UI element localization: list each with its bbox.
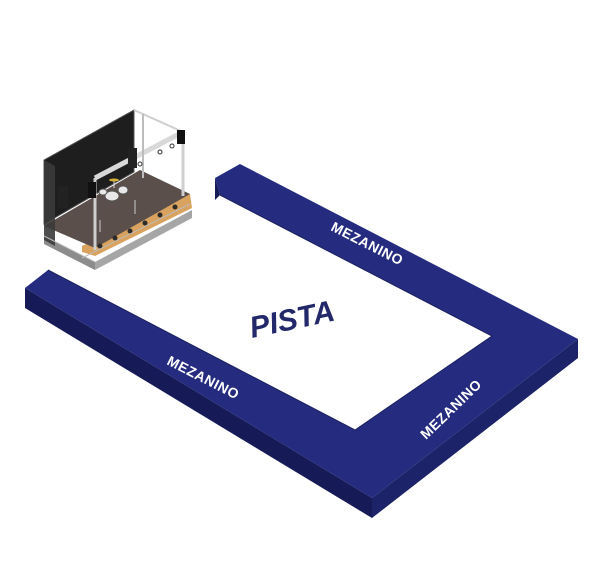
speaker-icon [177, 130, 185, 144]
stage-base-left [44, 236, 95, 270]
drum-kit-icon [98, 178, 129, 202]
spotlight-icon [169, 143, 175, 149]
spotlight-icon [157, 149, 163, 155]
stage-base-right [95, 210, 192, 270]
mezanino-top-face[interactable] [25, 164, 578, 498]
mezanino-side-top-arm [215, 178, 220, 200]
stage-front-wood [82, 194, 192, 256]
stage-floor [44, 170, 190, 248]
spotlight-icon [137, 161, 143, 167]
truss-back-beam [133, 109, 184, 133]
mezanino-side-right-front [372, 339, 578, 518]
stage-railing [43, 235, 96, 263]
stage-icon[interactable] [43, 109, 192, 270]
truss-top-beam [93, 129, 185, 181]
mezanino-inner-edge [47, 194, 493, 431]
speaker-icon [88, 182, 96, 198]
mezanino-section[interactable] [25, 164, 578, 518]
mezanino-side-left-front [25, 288, 372, 518]
stage-left-wall [44, 160, 55, 246]
spotlight-icon [97, 204, 178, 249]
stage-railing [81, 203, 191, 259]
speaker-icon [58, 186, 68, 208]
speaker-icon [128, 148, 137, 168]
